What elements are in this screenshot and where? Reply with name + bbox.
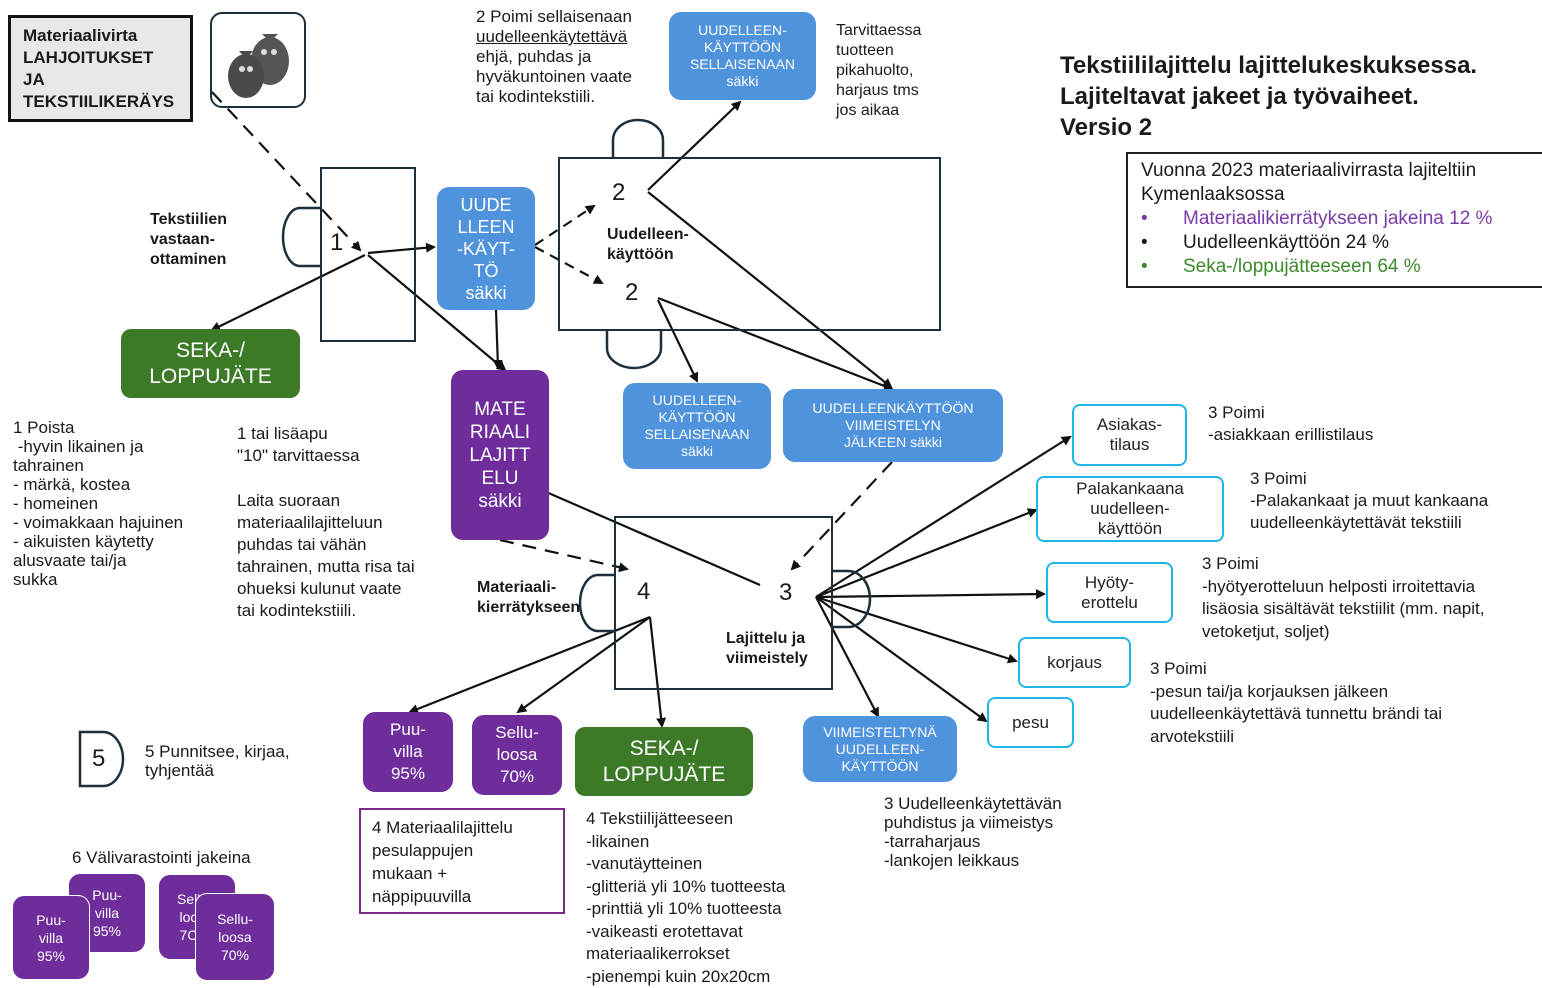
bin-mixed-waste-2: SEKA-/ LOPPUJÄTE — [575, 727, 753, 796]
arrow-station4-to-mixed-waste — [648, 616, 667, 728]
note-pick-3d: 3 Poimi -pesun tai/ja korjauksen jälkeen… — [1150, 659, 1443, 746]
station-3-number: 3 — [779, 579, 793, 606]
bin-reuse-after-finish: UUDELLEENKÄYTTÖÖN VIIMEISTELYN JÄLKEEN s… — [783, 389, 1003, 462]
station5-shape — [78, 730, 125, 788]
arrow-station2-to-reuse-as-is-top — [647, 100, 742, 191]
arrow-station4-to-cellulose — [516, 616, 651, 714]
bag-icon — [210, 12, 306, 108]
storage-cotton-front: Puu- villa 95% — [12, 895, 90, 980]
arrow-station1-to-material-bag — [367, 254, 507, 372]
note-pick-3c: 3 Poimi -hyötyerotteluun helposti irroit… — [1202, 554, 1485, 641]
station-1 — [320, 167, 416, 342]
note-material-4-box — [359, 808, 565, 914]
arrow-reuse-bag-to-station2-top — [534, 204, 596, 246]
station-4-number: 4 — [637, 578, 651, 605]
arrow-after-finish-to-station3 — [790, 461, 893, 571]
station-2 — [558, 157, 941, 331]
storage-label: 6 Välivarastointi jakeina — [72, 848, 251, 867]
stats-intro: Vuonna 2023 materiaalivirrasta lajitelti… — [1141, 160, 1477, 205]
note-material-4: 4 Materiaalilajittelu pesulappujen mukaa… — [372, 818, 513, 906]
arrow-reuse-bag-to-station2-bottom — [534, 246, 604, 284]
note-weigh-5: 5 Punnitsee, kirjaa, tyhjentää — [145, 742, 290, 780]
arrow-station3-to-finished-reuse — [815, 596, 879, 718]
arrow-station2-to-reuse-after-finish-b — [647, 191, 893, 389]
bin-separation: Hyöty- erottelu — [1046, 562, 1173, 623]
bin-finished-reuse: VIIMEISTELTYNÄ UUDELLEEN- KÄYTTÖÖN — [803, 716, 957, 782]
source-label: Materiaalivirta LAHJOITUKSET JA TEKSTIIL… — [23, 26, 175, 111]
arrow-reuse-bag-to-material-bag — [492, 309, 503, 370]
operator-station2-bottom — [605, 330, 663, 370]
station-1-number: 1 — [330, 229, 344, 256]
bin-mixed-waste-1: SEKA-/ LOPPUJÄTE — [121, 329, 300, 398]
operator-station2-top — [611, 118, 665, 158]
stats-box: Vuonna 2023 materiaalivirrasta lajitelti… — [1126, 152, 1542, 288]
note-pick-3b: 3 Poimi -Palakankaat ja muut kankaana uu… — [1250, 469, 1489, 532]
note-maintenance: Tarvittaessa tuotteen pikahuolto, harjau… — [836, 22, 922, 119]
operator-station1 — [281, 206, 320, 268]
arrow-station2-to-reuse-as-is-bottom — [657, 299, 699, 383]
bin-wash: pesu — [987, 697, 1074, 748]
arrow-source-to-station1 — [211, 91, 362, 252]
note-clean-3: 3 Uudelleenkäytettävän puhdistus ja viim… — [884, 794, 1062, 870]
operator-station4 — [578, 573, 614, 633]
arrow-station3-to-repair — [815, 595, 1018, 664]
station-3-4 — [614, 516, 833, 690]
station-2-number-bottom: 2 — [625, 279, 639, 306]
note-pick-3a: 3 Poimi -asiakkaan erillistilaus — [1208, 403, 1374, 444]
bin-material-sort-bag: MATE RIAALI LAJITT ELU säkki — [451, 370, 549, 540]
bin-patch-fabric: Palakankaana uudelleen- käyttöön — [1036, 476, 1224, 542]
arrow-station4-to-cotton — [408, 615, 651, 714]
arrow-station3-to-customer-order — [815, 435, 1072, 598]
storage-cellulose-front: Sellu- loosa 70% — [195, 893, 275, 981]
note-remove-1: 1 Poista -hyvin likainen ja tahrainen - … — [13, 418, 184, 589]
source-box: Materiaalivirta LAHJOITUKSET JA TEKSTIIL… — [8, 15, 193, 122]
page-title: Tekstiililajittelu lajittelukeskuksessa.… — [1060, 52, 1478, 141]
stats-item-material: •Materiaalikierrätykseen jakeina 12 % — [1141, 208, 1493, 229]
arrow-material-bag-to-station4 — [499, 538, 629, 573]
station-2-number-top: 2 — [612, 179, 626, 206]
arrow-station1-to-mixed-waste — [210, 254, 366, 331]
stats-item-waste: •Seka-/loppujätteeseen 64 % — [1141, 256, 1421, 277]
bin-cotton: Puu- villa 95% — [363, 712, 453, 792]
station-1-label: Tekstiilien vastaan- ottaminen — [150, 211, 228, 268]
arrow-station3-to-material-bag — [512, 476, 761, 587]
note-waste-4: 4 Tekstiilijätteeseen -likainen -vanutäy… — [586, 809, 786, 986]
arrow-station3-to-wash — [815, 596, 988, 723]
arrow-station1-to-reuse-bag — [367, 242, 436, 255]
arrow-station3-to-separation — [815, 589, 1046, 600]
arrow-station2-to-reuse-after-finish-a — [657, 296, 894, 391]
arrow-station3-to-patch-fabric — [815, 508, 1038, 599]
stats-item-reuse: •Uudelleenkäyttöön 24 % — [1141, 232, 1389, 253]
station-4-label: Materiaali- kierrätykseen — [477, 579, 581, 616]
bin-cellulose: Sellu- loosa 70% — [472, 715, 562, 795]
station-5-number: 5 — [92, 745, 106, 772]
bin-reuse-bag: UUDE LLEEN -KÄYT- TÖ säkki — [437, 187, 535, 310]
bin-repair: korjaus — [1018, 637, 1131, 688]
station-3-label: Lajittelu ja viimeistely — [726, 630, 808, 667]
note-pick-2: 2 Poimi sellaisenaan uudelleenkäytettävä… — [476, 7, 632, 106]
operator-station3 — [832, 569, 872, 629]
bin-customer-order: Asiakas- tilaus — [1072, 404, 1187, 466]
bin-reuse-as-is-bottom: UUDELLEEN- KÄYTTÖÖN SELLAISENAAN säkki — [623, 383, 771, 469]
note-direct: Laita suoraan materiaalilajitteluun puhd… — [237, 491, 415, 620]
note-helper: 1 tai lisäapu "10" tarvittaessa — [237, 424, 360, 465]
bin-reuse-as-is-top: UUDELLEEN- KÄYTTÖÖN SELLAISENAAN säkki — [669, 12, 816, 100]
station-2-label: Uudelleen- käyttöön — [607, 226, 689, 263]
